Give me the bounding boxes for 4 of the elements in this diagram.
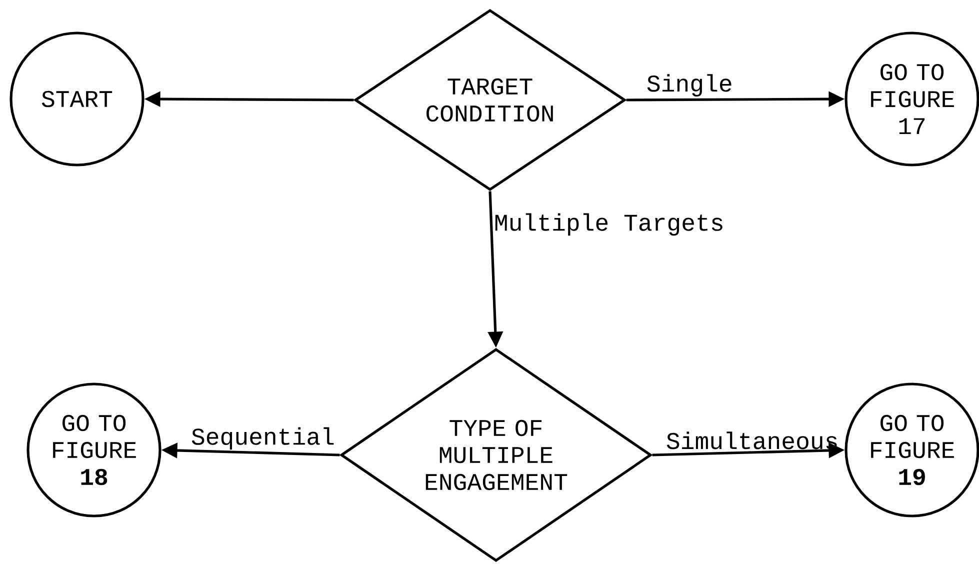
edge-label: Simultaneous [666, 432, 837, 450]
edge-label: Sequential [192, 427, 334, 450]
edge-label: Single [647, 74, 732, 97]
edge-label: Multiple Targets [495, 213, 722, 236]
